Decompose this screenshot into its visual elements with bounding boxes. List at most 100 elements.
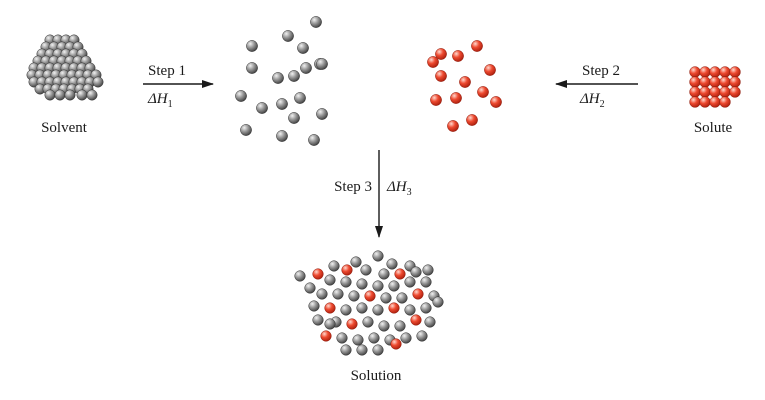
solute-particle — [719, 66, 731, 78]
solute-particle — [341, 264, 353, 276]
solvent-particle — [92, 76, 104, 88]
separated-solvent-particles — [235, 16, 328, 146]
solvent-particle — [372, 304, 384, 316]
solvent-particle — [380, 292, 392, 304]
step1-enthalpy-symbol: ΔH — [147, 91, 169, 107]
solvent-particle — [356, 278, 368, 290]
solvent-particle — [256, 102, 268, 114]
solute-particle — [427, 56, 439, 68]
solute-particle — [689, 76, 701, 88]
solvent-cluster — [26, 34, 104, 101]
solute-particle — [719, 96, 731, 108]
solute-particle — [471, 40, 483, 52]
solvent-particle — [44, 89, 56, 101]
solute-particle — [430, 94, 442, 106]
solute-particle — [435, 70, 447, 82]
solvent-particle — [316, 108, 328, 120]
step3-label: Step 3 — [334, 179, 372, 195]
step1-enthalpy: ΔH1 — [147, 91, 173, 110]
step2-label: Step 2 — [582, 63, 620, 79]
solute-particle — [709, 76, 721, 88]
solute-particle — [719, 86, 731, 98]
solute-particle — [484, 64, 496, 76]
solution-cluster — [294, 250, 444, 356]
solvent-particle — [372, 280, 384, 292]
step1-enthalpy-subscript: 1 — [168, 99, 173, 110]
solvent-particle — [420, 276, 432, 288]
solvent-particle — [332, 288, 344, 300]
solvent-particle — [350, 256, 362, 268]
solvent-particle — [340, 344, 352, 356]
solvent-particle — [64, 89, 76, 101]
solvent-particle — [316, 288, 328, 300]
solvent-particle — [378, 268, 390, 280]
solvent-particle — [54, 89, 66, 101]
solvent-particle — [356, 344, 368, 356]
solute-particle — [394, 268, 406, 280]
solvent-particle — [288, 112, 300, 124]
solvent-particle — [372, 250, 384, 262]
solvent-particle — [360, 264, 372, 276]
solvent-particle — [276, 98, 288, 110]
solvent-particle — [246, 40, 258, 52]
step2-enthalpy-subscript: 2 — [600, 99, 605, 110]
solute-particle — [689, 86, 701, 98]
solvent-particle — [424, 316, 436, 328]
solvent-particle — [300, 62, 312, 74]
solvent-label: Solvent — [41, 120, 88, 136]
solvent-particle — [386, 258, 398, 270]
solute-particle — [435, 48, 447, 60]
solvent-particle — [308, 300, 320, 312]
solute-particle — [689, 66, 701, 78]
solvent-particle — [240, 124, 252, 136]
solvent-particle — [404, 304, 416, 316]
solute-particle — [346, 318, 358, 330]
solute-particle — [447, 120, 459, 132]
solvent-particle — [396, 292, 408, 304]
solvent-particle — [352, 334, 364, 346]
solvent-particle — [368, 332, 380, 344]
solute-particle — [709, 96, 721, 108]
solvent-particle — [336, 332, 348, 344]
solvent-particle — [294, 270, 306, 282]
step1-label: Step 1 — [148, 63, 186, 79]
solvent-particle — [235, 90, 247, 102]
solvent-particle — [276, 130, 288, 142]
solute-particle — [466, 114, 478, 126]
solute-particle — [709, 66, 721, 78]
solute-particle — [410, 314, 422, 326]
solvent-particle — [76, 89, 88, 101]
solvent-particle — [400, 332, 412, 344]
solvent-particle — [288, 70, 300, 82]
solute-particle — [452, 50, 464, 62]
solute-particle — [477, 86, 489, 98]
solvent-particle — [312, 314, 324, 326]
solute-particle — [699, 76, 711, 88]
solvent-particle — [294, 92, 306, 104]
separated-solute-particles — [427, 40, 502, 132]
solvent-particle — [272, 72, 284, 84]
solvent-particle — [282, 30, 294, 42]
solute-particle — [364, 290, 376, 302]
solvent-particle — [372, 344, 384, 356]
solute-particle — [719, 76, 731, 88]
solvent-particle — [422, 264, 434, 276]
solute-particle — [689, 96, 701, 108]
solute-cluster — [689, 66, 741, 108]
solution-label: Solution — [351, 368, 402, 384]
solvent-particle — [416, 330, 428, 342]
solvent-particle — [362, 316, 374, 328]
solvent-particle — [340, 276, 352, 288]
solvent-particle — [328, 260, 340, 272]
solvent-particle — [86, 89, 98, 101]
solvent-particle — [404, 276, 416, 288]
solvent-particle — [420, 302, 432, 314]
solvent-particle — [378, 320, 390, 332]
solvent-particle — [324, 274, 336, 286]
step2-enthalpy-symbol: ΔH — [579, 91, 601, 107]
solvent-particle — [310, 16, 322, 28]
solute-particle — [709, 86, 721, 98]
solute-particle — [699, 96, 711, 108]
